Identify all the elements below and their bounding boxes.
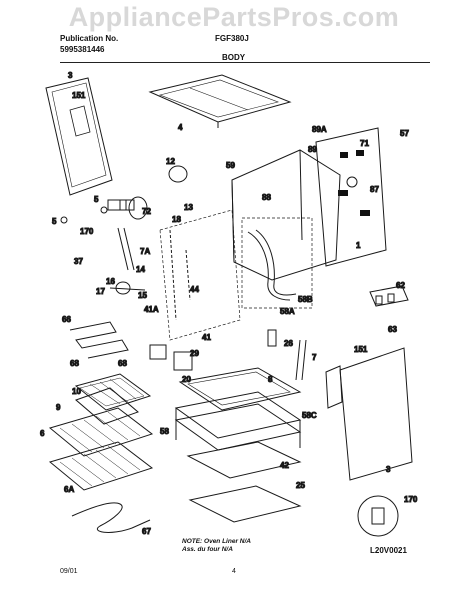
callout-20: 20 [182, 375, 191, 384]
callout-89a: 89A [312, 125, 327, 134]
callout-58: 58 [160, 427, 169, 436]
callout-6a: 6A [64, 485, 74, 494]
side-panel-right [325, 347, 413, 481]
back-panel [315, 127, 387, 267]
callout-88: 88 [262, 193, 271, 202]
callout-89: 89 [308, 145, 317, 154]
drawer-bottom [186, 441, 302, 479]
callout-37: 37 [74, 257, 83, 266]
callout-67: 67 [142, 527, 151, 536]
terminal-block [369, 285, 409, 307]
leveling-screws [60, 199, 135, 224]
callout-72: 72 [142, 207, 151, 216]
drawing-code: L20V0021 [370, 546, 407, 555]
callout-58a: 58A [280, 307, 295, 316]
callout-29: 29 [190, 349, 199, 358]
callout-63: 63 [388, 325, 397, 334]
broil-element [69, 321, 129, 359]
model-number: FGF380J [215, 34, 249, 43]
callout-59: 59 [226, 161, 235, 170]
callout-3: 3 [68, 71, 73, 80]
callout-41: 41 [202, 333, 211, 342]
note-line-2: Ass. du four N/A [182, 546, 233, 553]
callout-26: 26 [284, 339, 293, 348]
oven-rack-upper [48, 407, 154, 457]
callout-57: 57 [400, 129, 409, 138]
callout-13: 13 [184, 203, 193, 212]
callout-8: 8 [268, 375, 273, 384]
header-rule [60, 62, 430, 63]
callout-170a: 170 [80, 227, 94, 236]
publication-number: 5995381446 [60, 45, 105, 54]
callout-87: 87 [370, 185, 379, 194]
bake-element [71, 502, 151, 533]
callout-10: 10 [72, 387, 81, 396]
callout-41a: 41A [144, 305, 159, 314]
callout-14: 14 [136, 265, 145, 274]
callout-44: 44 [190, 285, 199, 294]
callout-68b: 68 [118, 359, 127, 368]
callout-68a: 68 [70, 359, 79, 368]
oven-insulation [247, 229, 297, 301]
footer-page: 4 [232, 568, 236, 575]
callout-71: 71 [360, 139, 369, 148]
callout-7a: 7A [140, 247, 150, 256]
callout-18: 18 [172, 215, 181, 224]
callout-42: 42 [280, 461, 289, 470]
callout-labels: 3 151 4 89A 57 89 71 12 59 87 88 5 5 13 … [40, 71, 419, 537]
callout-7: 7 [312, 353, 317, 362]
bottom-panel [188, 485, 302, 523]
callout-17: 17 [96, 287, 105, 296]
callout-151: 151 [72, 91, 86, 100]
publication-label: Publication No. [60, 34, 119, 43]
oven-rack-lower [48, 441, 154, 491]
callout-12: 12 [166, 157, 175, 166]
callout-1: 1 [356, 241, 361, 250]
leveling-leg-detail [357, 495, 399, 537]
note-line-1: NOTE: Oven Liner N/A [182, 538, 251, 545]
side-panel-left [45, 77, 113, 196]
note-block: NOTE: Oven Liner N/A Ass. du four N/A [182, 538, 251, 554]
oven-body-frame [159, 149, 341, 341]
footer-date: 09/01 [60, 568, 78, 575]
callout-58b: 58B [298, 295, 313, 304]
broil-pan [74, 373, 152, 425]
callout-16: 16 [106, 277, 115, 286]
storage-drawer [174, 367, 302, 451]
section-title: BODY [222, 53, 246, 62]
callout-6: 6 [40, 429, 45, 438]
callout-3b: 3 [386, 465, 391, 474]
callout-151b: 151 [354, 345, 368, 354]
callout-170b: 170 [404, 495, 418, 504]
callout-4: 4 [178, 123, 183, 132]
hinge-parts [149, 329, 307, 381]
cooktop-frame [148, 74, 292, 128]
gas-valve-parts [107, 165, 191, 321]
callout-62: 62 [396, 281, 405, 290]
callout-5b: 5 [52, 217, 57, 226]
callout-25: 25 [296, 481, 305, 490]
callout-66: 66 [62, 315, 71, 324]
callout-58c: 58C [302, 411, 317, 420]
callout-5a: 5 [94, 195, 99, 204]
callout-9: 9 [56, 403, 61, 412]
callout-15: 15 [138, 291, 147, 300]
